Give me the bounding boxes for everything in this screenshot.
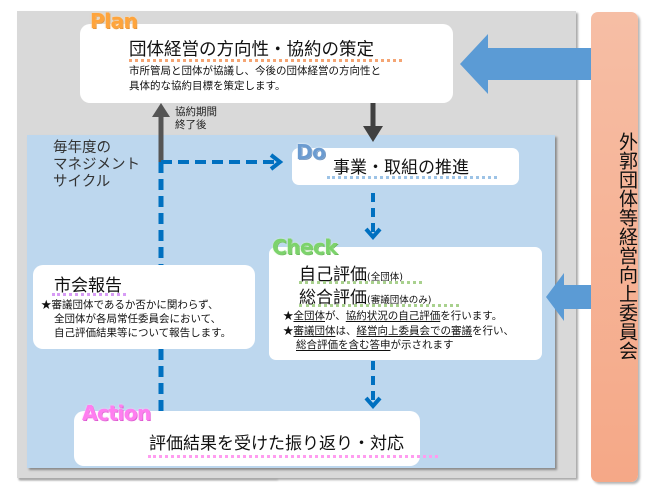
council-report-line: 全団体が各局常任委員会において、 bbox=[54, 313, 222, 325]
text: を行います。 bbox=[440, 310, 503, 322]
check-bullet-line: 総合評価を含む答申が示されます bbox=[283, 338, 514, 353]
underlined-text: 経営向上委員会での審議 bbox=[356, 324, 473, 337]
comprehensive-evaluation-underline bbox=[299, 304, 459, 307]
plan-title-underline bbox=[129, 59, 402, 62]
action-title-underline bbox=[148, 455, 438, 458]
cycle-label: 毎年度の マネジメント サイクル bbox=[53, 140, 140, 191]
underlined-text: 審議団体 bbox=[293, 324, 336, 337]
after-period-label: 協約期間 終了後 bbox=[175, 106, 217, 132]
check-card bbox=[269, 247, 542, 360]
council-report-line: 自己評価結果等について報告します。 bbox=[54, 327, 232, 339]
council-report-card bbox=[33, 265, 255, 349]
council-report-description: ★審議団体であるか否かに関わらず、 全団体が各局常任委員会において、 自己評価結… bbox=[41, 298, 231, 340]
after-period-line: 終了後 bbox=[175, 119, 207, 131]
check-bullets: ★全団体が、協約状況の自己評価を行います。★審議団体は、経営向上委員会での審議を… bbox=[283, 309, 514, 353]
council-report-line: ★審議団体であるか否かに関わらず、 bbox=[41, 299, 219, 311]
committee-column bbox=[591, 12, 638, 482]
do-title: 事業・取組の推進 bbox=[333, 158, 469, 178]
check-stage-label: Check bbox=[272, 235, 338, 259]
text: を行い、 bbox=[472, 324, 514, 337]
text: は、 bbox=[335, 324, 357, 337]
cycle-label-line: マネジメント bbox=[53, 157, 140, 173]
underlined-text: 全団体 bbox=[293, 310, 326, 322]
check-bullet-line: ★全団体が、協約状況の自己評価を行います。 bbox=[283, 309, 514, 324]
comprehensive-evaluation-title: 総合評価 bbox=[299, 288, 367, 308]
check-bullet-line: ★審議団体は、経営向上委員会での審議を行い、 bbox=[283, 324, 514, 339]
action-stage-label: Action bbox=[82, 401, 151, 425]
text: が示されます bbox=[390, 339, 454, 351]
underlined-text: 総合評価を含む答申 bbox=[296, 339, 391, 351]
text: が、 bbox=[325, 310, 346, 322]
plan-description: 市所管局と団体が協議し、今後の団体経営の方向性と 具体的な協約目標を策定します。 bbox=[129, 64, 381, 94]
self-evaluation-title: 自己評価 bbox=[299, 265, 367, 285]
self-evaluation-underline bbox=[299, 281, 422, 284]
underlined-text: 協約状況の自己評価 bbox=[345, 310, 441, 322]
plan-description-line: 具体的な協約目標を策定します。 bbox=[129, 80, 286, 92]
comprehensive-evaluation-note: (審議団体のみ) bbox=[367, 295, 432, 306]
plan-card bbox=[80, 24, 453, 103]
cycle-label-line: 毎年度の bbox=[53, 140, 111, 156]
star-icon: ★ bbox=[283, 324, 294, 337]
action-title: 評価結果を受けた振り返り・対応 bbox=[149, 434, 404, 454]
plan-stage-label: Plan bbox=[90, 9, 138, 33]
committee-label: 外郭団体等経営向上委員会 bbox=[616, 132, 638, 360]
council-report-underline bbox=[52, 293, 126, 296]
council-report-title: 市会報告 bbox=[54, 276, 122, 296]
after-period-line: 協約期間 bbox=[175, 106, 217, 118]
do-title-underline bbox=[327, 176, 497, 179]
do-stage-label: Do bbox=[296, 140, 326, 164]
plan-title: 団体経営の方向性・協約の策定 bbox=[129, 40, 374, 60]
plan-description-line: 市所管局と団体が協議し、今後の団体経営の方向性と bbox=[129, 65, 381, 77]
self-evaluation-note: (全団体) bbox=[367, 272, 403, 283]
comprehensive-evaluation-item: 総合評価(審議団体のみ) bbox=[299, 283, 431, 308]
cycle-label-line: サイクル bbox=[53, 174, 111, 190]
self-evaluation-item: 自己評価(全団体) bbox=[299, 260, 403, 285]
star-icon: ★ bbox=[283, 310, 294, 322]
